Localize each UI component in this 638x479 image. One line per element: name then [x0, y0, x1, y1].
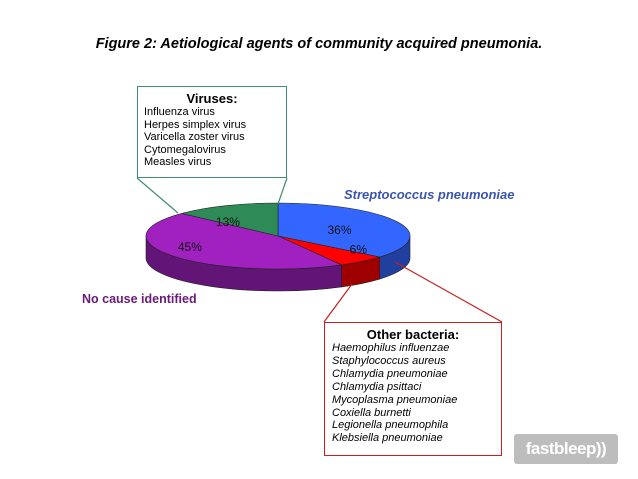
bacteria-leader-line [394, 261, 503, 323]
bacteria-item: Coxiella burnetti [332, 406, 411, 419]
viruses-heading: Viruses: [186, 91, 238, 106]
bacteria-item: Staphylococcus aureus [332, 354, 446, 367]
pie-value-label-3: 13% [216, 215, 240, 229]
bacteria-heading: Other bacteria: [366, 327, 460, 342]
virus-item: Measles virus [144, 156, 212, 168]
bacteria-item: Haemophilus influenzae [332, 342, 450, 354]
fastbleep-logo: fastbleep)) [514, 434, 618, 464]
virus-item: Influenza virus [144, 106, 215, 118]
bacteria-item: Chlamydia pneumoniae [332, 367, 448, 380]
pie-slice-0 [277, 202, 411, 258]
virus-item: Herpes simplex virus [144, 118, 247, 131]
virus-item: Varicella zoster virus [144, 131, 245, 143]
slice-label-no-cause: No cause identified [82, 292, 197, 306]
virus-item: Cytomegalovirus [144, 143, 226, 156]
pie-value-label-0: 36% [327, 223, 351, 237]
bacteria-leader-line [323, 283, 353, 323]
figure-title: Figure 2: Aetiological agents of communi… [95, 36, 543, 52]
bacteria-item: Legionella pneumophila [332, 419, 449, 432]
viruses-leader-line [136, 177, 179, 214]
viruses-box: Viruses: Influenza virus Herpes simplex … [137, 86, 287, 178]
slice-label-streptococcus: Streptococcus pneumoniae [344, 187, 515, 202]
pie-slice-3 [181, 202, 279, 237]
pie-value-label-2: 45% [178, 240, 202, 254]
bacteria-item: Mycoplasma pneumoniae [332, 393, 458, 406]
bacteria-item: Chlamydia psittaci [332, 380, 422, 393]
other-bacteria-box: Other bacteria: Haemophilus influenzae S… [324, 322, 502, 456]
pie-slice-2 [145, 213, 343, 270]
bacteria-item: Klebsiella pneumoniae [332, 432, 443, 445]
viruses-leader-line [277, 177, 288, 205]
pie-value-label-1: 6% [350, 243, 368, 257]
